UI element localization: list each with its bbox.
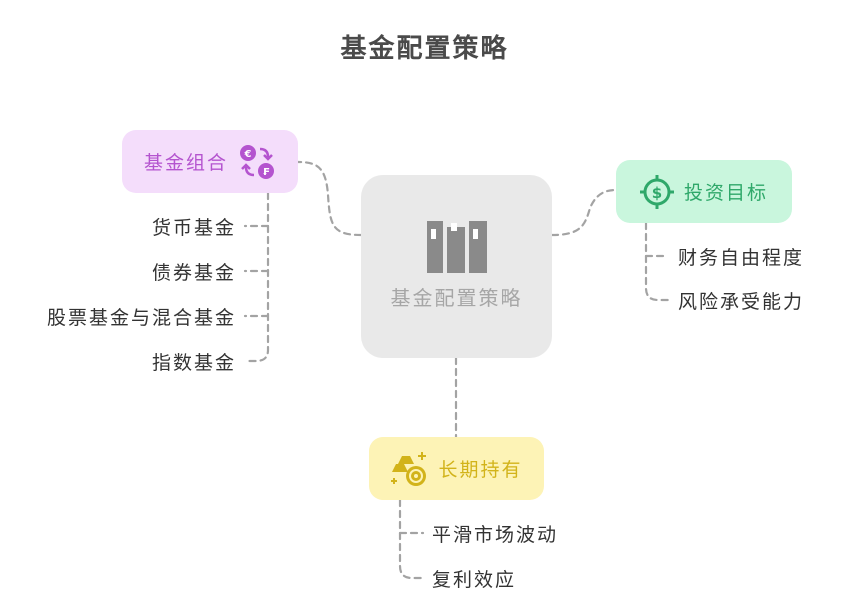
connector-hold-trunk [398,498,425,580]
building-icon [426,220,487,273]
connector-center-goal [550,188,618,237]
branch-node-fund[interactable]: 基金组合 € ₣ [122,130,298,193]
branch-node-goal[interactable]: $ 投资目标 [616,160,792,223]
branch-label-fund: 基金组合 [143,152,228,174]
leaf-goal-2[interactable]: 风险承受能力 [678,291,805,313]
connector-goal-trunk [644,221,670,302]
leaf-fund-3[interactable]: 股票基金与混合基金 [46,307,236,329]
leaf-goal-1[interactable]: 财务自由程度 [678,247,805,269]
svg-text:€: € [244,149,252,160]
leaf-fund-1[interactable]: 货币基金 [151,217,236,239]
connector-fund-trunk [243,191,270,363]
center-label: 基金配置策略 [390,285,523,310]
branch-label-hold: 长期持有 [438,459,523,481]
connector-center-fund [296,160,363,237]
branch-node-hold[interactable]: 长期持有 [369,437,544,500]
diagram-title: 基金配置策略 [340,34,509,64]
gold-coins-icon [391,451,427,486]
svg-text:₣: ₣ [263,167,270,178]
dollar-target-icon: $ [639,174,674,209]
exchange-icon: € ₣ [240,144,274,179]
branch-label-goal: 投资目标 [683,182,768,204]
svg-text:$: $ [652,184,662,202]
leaf-hold-1[interactable]: 平滑市场波动 [432,524,559,546]
leaf-fund-2[interactable]: 债券基金 [151,262,236,284]
center-node[interactable]: 基金配置策略 [361,175,552,358]
leaf-hold-2[interactable]: 复利效应 [432,569,517,591]
leaf-fund-4[interactable]: 指数基金 [151,352,236,374]
